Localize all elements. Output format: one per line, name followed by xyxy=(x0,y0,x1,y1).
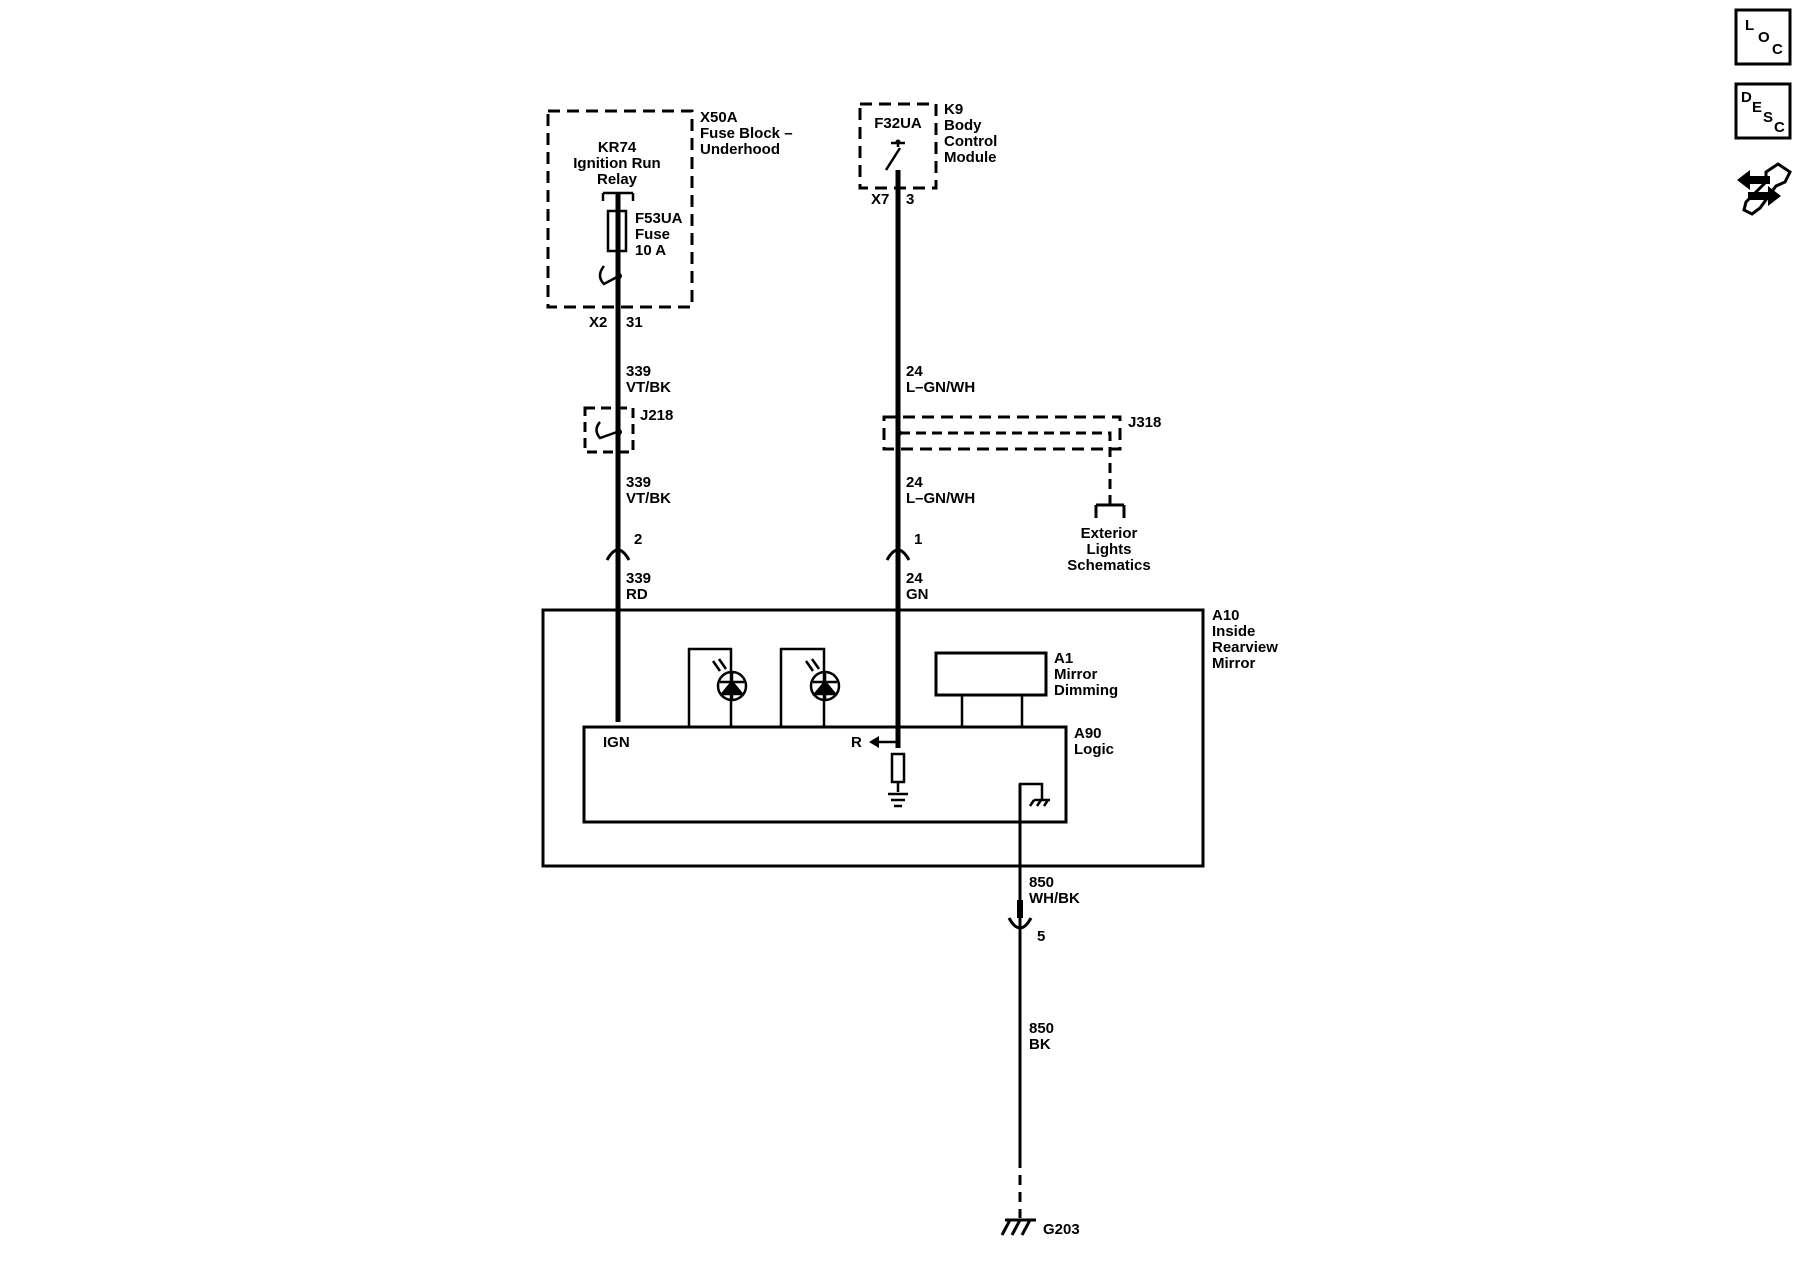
wire-339-low-color: RD xyxy=(626,586,648,603)
wire-339-upper-circuit: 339 xyxy=(626,363,651,380)
x7-connector-name: X7 xyxy=(871,191,889,208)
f53ua-line2: Fuse xyxy=(635,226,670,243)
f53ua-ref: F53UA xyxy=(635,210,683,227)
k9-line1: Body xyxy=(944,117,982,134)
kr74-name-1: Ignition Run xyxy=(573,155,660,172)
pulldown-resistor-symbol xyxy=(890,752,906,784)
wire-339-mid-circuit: 339 xyxy=(626,474,651,491)
a1-mirror-dimming-element xyxy=(934,651,1048,697)
k9-line2: Control xyxy=(944,133,997,150)
k9-line3: Module xyxy=(944,149,997,166)
wire-339-upper-color: VT/BK xyxy=(626,379,671,396)
a10-line2: Rearview xyxy=(1212,639,1278,656)
g203-ground-symbol xyxy=(1000,1218,1036,1236)
connector-pin-5-symbol xyxy=(1007,917,1033,930)
a10-line1: Inside xyxy=(1212,623,1255,640)
wire-850-low-color: BK xyxy=(1029,1036,1051,1053)
desc-letter-s: S xyxy=(1763,109,1773,126)
wire-24-mid-circuit: 24 xyxy=(906,474,923,491)
desc-letter-c: C xyxy=(1774,119,1785,136)
a1-line2: Dimming xyxy=(1054,682,1118,699)
loc-letter-c: C xyxy=(1772,41,1783,58)
a1-ref: A1 xyxy=(1054,650,1073,667)
wire-24-mid-color: L–GN/WH xyxy=(906,490,975,507)
wire-850-upper-color: WH/BK xyxy=(1029,890,1080,907)
a90-ref: A90 xyxy=(1074,725,1102,742)
wire-24-low-circuit: 24 xyxy=(906,570,923,587)
g203-label: G203 xyxy=(1043,1221,1080,1238)
connector-pin-2-symbol xyxy=(605,548,631,561)
r-input-label: R xyxy=(851,734,862,751)
a10-line3: Mirror xyxy=(1212,655,1256,672)
exterior-lights-line3: Schematics xyxy=(1067,557,1150,574)
exterior-lights-line2: Lights xyxy=(1087,541,1132,558)
x2-connector-name: X2 xyxy=(589,314,607,331)
wire-850-upper-circuit: 850 xyxy=(1029,874,1054,891)
f32ua-ref: F32UA xyxy=(874,115,922,132)
j318-splice-outline xyxy=(882,415,1122,451)
j218-label: J218 xyxy=(640,407,673,424)
desc-letter-d: D xyxy=(1741,89,1752,106)
x2-connector-pin: 31 xyxy=(626,314,643,331)
x50a-ref: X50A xyxy=(700,109,738,126)
x2-terminal-symbol xyxy=(598,265,618,286)
kr74-ref: KR74 xyxy=(598,139,637,156)
f53ua-line3: 10 A xyxy=(635,242,666,259)
wire-24-upper-circuit: 24 xyxy=(906,363,923,380)
light-sensor-1-symbol xyxy=(687,647,748,727)
wire-24-upper-color: L–GN/WH xyxy=(906,379,975,396)
light-sensor-2-symbol xyxy=(779,647,841,727)
ign-input-label: IGN xyxy=(603,734,630,751)
connector-pin-2-label: 2 xyxy=(634,531,642,548)
r-input-arrow-symbol xyxy=(869,736,898,748)
a1-line1: Mirror xyxy=(1054,666,1098,683)
wire-850-low-circuit: 850 xyxy=(1029,1020,1054,1037)
k9-ref: K9 xyxy=(944,101,963,118)
connector-pin-1-label: 1 xyxy=(914,531,922,548)
j218-splice-dot xyxy=(616,429,622,435)
exterior-lights-reference-arrow xyxy=(1094,497,1126,518)
chassis-ground-symbol xyxy=(1018,782,1050,807)
j218-splice-outline xyxy=(583,406,635,454)
desc-button[interactable]: D E S C xyxy=(1734,82,1792,140)
x7-connector-pin: 3 xyxy=(906,191,914,208)
a10-ref: A10 xyxy=(1212,607,1240,624)
loc-letter-o: O xyxy=(1758,29,1770,46)
j318-label: J318 xyxy=(1128,414,1161,431)
connector-pin-5-label: 5 xyxy=(1037,928,1045,945)
connector-pin-1-symbol xyxy=(885,548,911,561)
j218-terminal-symbol xyxy=(595,421,618,440)
loc-letter-l: L xyxy=(1745,17,1754,34)
wrench-arrows-icon[interactable] xyxy=(1734,156,1794,222)
wire-339-low-circuit: 339 xyxy=(626,570,651,587)
x50a-name-2: Underhood xyxy=(700,141,780,158)
desc-letter-e: E xyxy=(1752,99,1762,116)
exterior-lights-line1: Exterior xyxy=(1081,525,1138,542)
j318-branch-line xyxy=(900,431,1112,497)
wire-339-mid-color: VT/BK xyxy=(626,490,671,507)
a90-logic-outline xyxy=(582,725,1068,824)
loc-button[interactable]: L O C xyxy=(1734,8,1792,66)
j318-splice-dot xyxy=(896,430,902,436)
kr74-name-2: Relay xyxy=(597,171,638,188)
a10-mirror-outline xyxy=(541,608,1205,868)
f32ua-switch-symbol xyxy=(884,141,905,171)
a90-line1: Logic xyxy=(1074,741,1114,758)
f32ua-contact-dot xyxy=(895,139,901,145)
wire-24-low-color: GN xyxy=(906,586,929,603)
x50a-name-1: Fuse Block – xyxy=(700,125,793,142)
logic-ground-symbol xyxy=(888,792,908,808)
x50a-fuse-block-outline xyxy=(546,109,694,309)
